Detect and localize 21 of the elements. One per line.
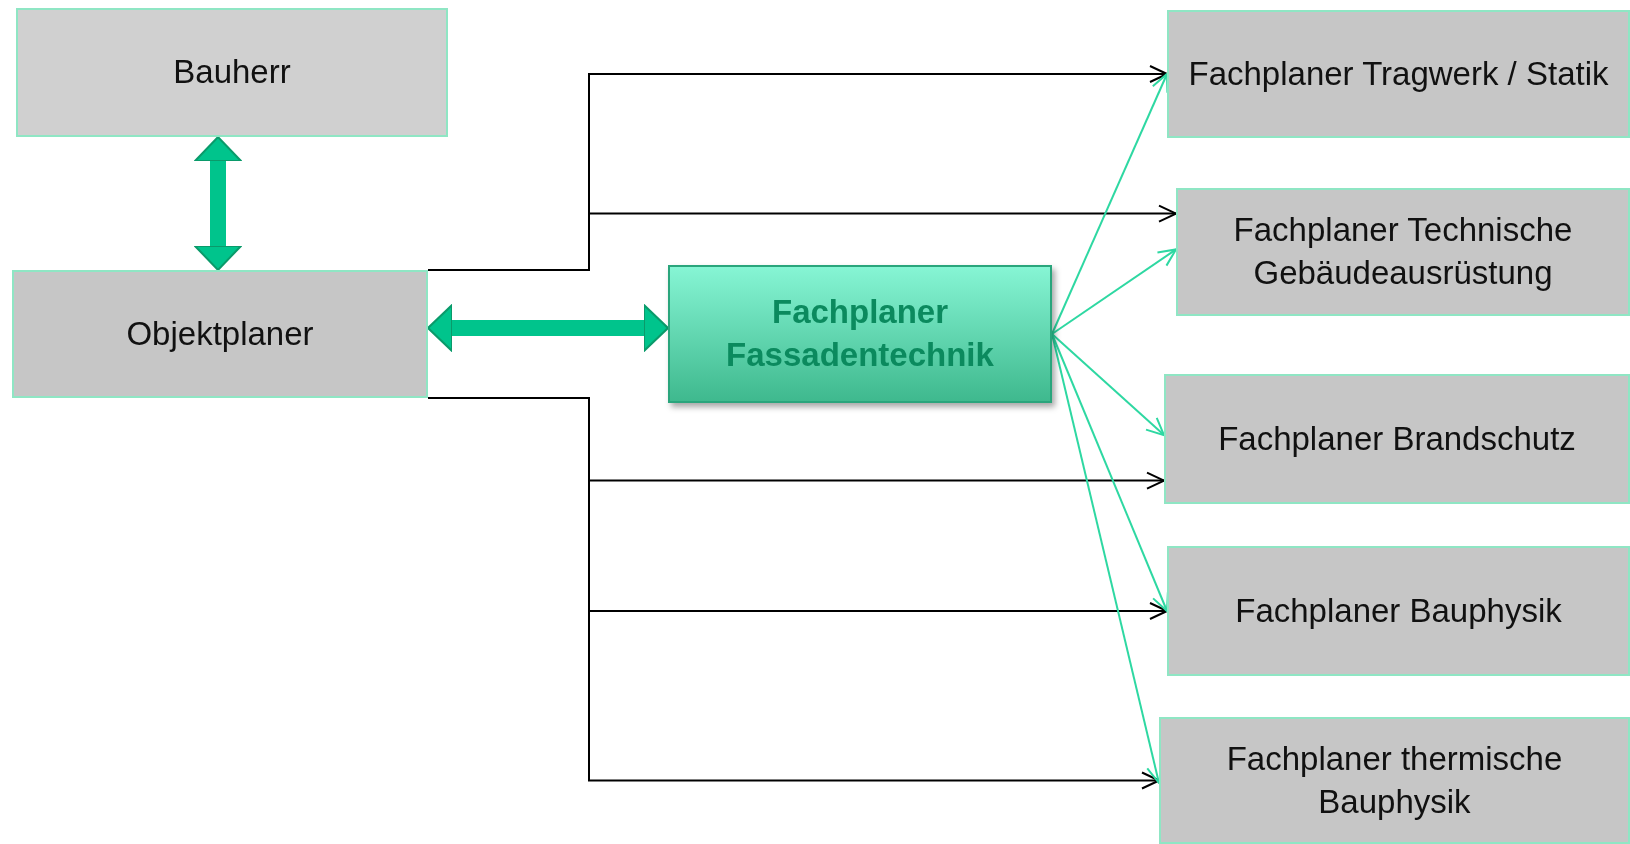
process-box bbox=[1176, 188, 1630, 316]
box-label: Objektplaner bbox=[126, 313, 314, 354]
process-box bbox=[1159, 717, 1630, 844]
double-arrow bbox=[194, 136, 242, 271]
box-label: Fachplaner Bauphysik bbox=[1235, 590, 1562, 631]
box-label: Fachplaner Tragwerk / Statik bbox=[1188, 53, 1609, 94]
double-arrow bbox=[427, 304, 669, 352]
process-box bbox=[1167, 546, 1630, 676]
box-label: Fachplaner thermische Bauphysik bbox=[1225, 738, 1564, 822]
box-label: Fachplaner Technische Gebäudeausrüstung bbox=[1232, 210, 1574, 293]
arrow bbox=[1051, 248, 1177, 335]
arrow bbox=[1051, 333, 1165, 437]
box-label: Fachplaner Brandschutz bbox=[1218, 418, 1576, 459]
process-box bbox=[1167, 10, 1630, 138]
process-box bbox=[12, 270, 428, 398]
process-box bbox=[16, 8, 448, 137]
box-label: Bauherr bbox=[173, 52, 291, 93]
process-box bbox=[1164, 374, 1630, 504]
box-label: Fachplaner Fassadentechnik bbox=[725, 292, 995, 375]
arrow bbox=[1051, 73, 1169, 335]
highlighted-box bbox=[668, 265, 1052, 403]
